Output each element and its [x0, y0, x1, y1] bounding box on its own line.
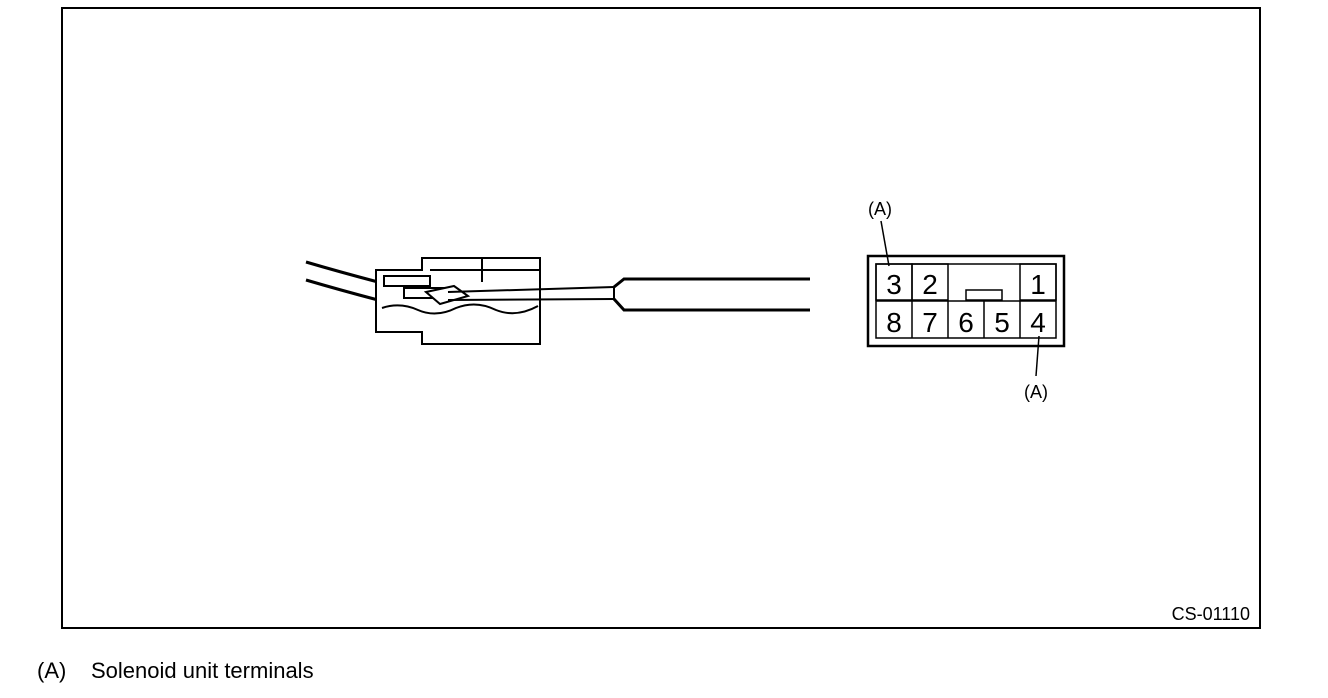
legend-text: Solenoid unit terminals — [91, 658, 314, 683]
figure-code: CS-01110 — [1171, 604, 1250, 624]
callout-line-bottom — [1035, 335, 1040, 377]
connector-face — [866, 220, 1066, 377]
callout-line-top — [880, 220, 890, 267]
diagram-frame — [61, 7, 1261, 629]
terminal-label-4: 4 — [1030, 307, 1046, 338]
callout-label-top: (A) — [868, 199, 892, 219]
legend: (A) Solenoid unit terminals — [37, 658, 314, 684]
callout-label-bottom: (A) — [1024, 382, 1048, 402]
terminal-label-7: 7 — [922, 307, 938, 338]
probe-connector-drawing — [305, 257, 810, 345]
terminal-label-3: 3 — [886, 269, 902, 300]
terminal-label-6: 6 — [958, 307, 974, 338]
terminal-label-5: 5 — [994, 307, 1010, 338]
terminal-label-1: 1 — [1030, 269, 1046, 300]
legend-key: (A) — [37, 658, 67, 683]
terminal-label-8: 8 — [886, 307, 902, 338]
terminal-label-2: 2 — [922, 269, 938, 300]
